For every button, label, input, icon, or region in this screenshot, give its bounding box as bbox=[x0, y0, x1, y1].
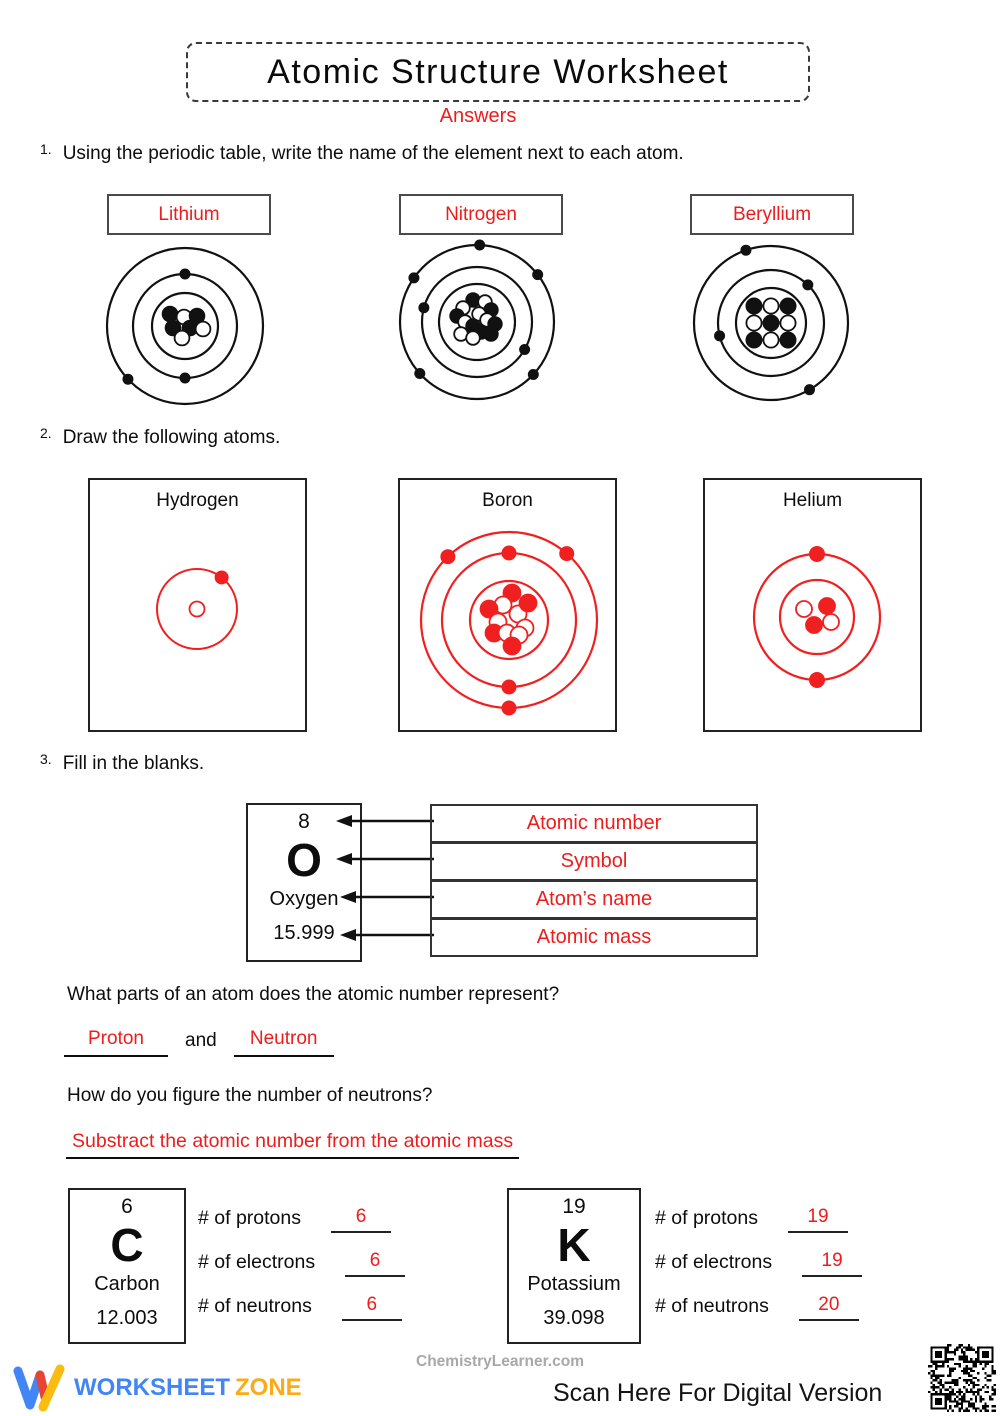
conjunction-and: and bbox=[185, 1030, 217, 1051]
helium-atom-drawing bbox=[705, 480, 920, 730]
protons-answer: 6 bbox=[330, 1206, 391, 1233]
protons-label: # of protons bbox=[655, 1207, 758, 1229]
atomic-number-answer-row: Proton and Neutron bbox=[64, 1028, 334, 1057]
question-2-number: 2. bbox=[40, 425, 52, 441]
neutrons-answer: 20 bbox=[798, 1294, 859, 1321]
brand-word-worksheet: WORKSHEET bbox=[74, 1374, 230, 1401]
element-name: Carbon bbox=[94, 1273, 160, 1295]
element-tile-potassium: 19 K Potassium 39.098 bbox=[507, 1188, 641, 1344]
answer-blank-neutron: Neutron bbox=[233, 1028, 334, 1057]
electrons-answer: 19 bbox=[802, 1250, 863, 1277]
arrow-atomic-number bbox=[336, 815, 434, 827]
qr-code-icon bbox=[928, 1344, 996, 1412]
question-3-number: 3. bbox=[40, 751, 52, 767]
arrow-atomic-mass bbox=[340, 929, 434, 941]
carbon-count-rows: # of protons 6 # of electrons 6 # of neu… bbox=[198, 1200, 406, 1332]
electrons-label: # of electrons bbox=[198, 1251, 316, 1273]
question-1-text: Using the periodic table, write the name… bbox=[62, 143, 684, 164]
neutrons-row: # of neutrons 20 bbox=[655, 1288, 862, 1321]
element-tile-carbon: 6 C Carbon 12.003 bbox=[68, 1188, 186, 1344]
protons-label: # of protons bbox=[198, 1207, 301, 1229]
answer-blank-neutron-rule: Substract the atomic number from the ato… bbox=[66, 1130, 520, 1159]
answers-label: Answers bbox=[439, 105, 517, 127]
arrow-atom-name bbox=[340, 891, 434, 903]
scan-here-text: Scan Here For Digital Version bbox=[553, 1379, 883, 1407]
draw-box-boron: Boron bbox=[398, 478, 617, 732]
neutrons-label: # of neutrons bbox=[655, 1295, 769, 1317]
source-credit: ChemistryLearner.com bbox=[416, 1353, 584, 1370]
answer-nitrogen: Nitrogen bbox=[445, 203, 517, 225]
neutrons-answer-row: Substract the atomic number from the ato… bbox=[66, 1130, 520, 1159]
answer-box-lithium: Lithium bbox=[107, 194, 271, 235]
question-1-number: 1. bbox=[40, 141, 52, 157]
label-symbol: Symbol bbox=[560, 850, 628, 872]
arrow-symbol bbox=[336, 853, 434, 865]
draw-box-label: Boron bbox=[482, 490, 533, 511]
element-name: Oxygen bbox=[269, 888, 339, 910]
question-1: 1. Using the periodic table, write the na… bbox=[40, 141, 684, 165]
atomic-mass-value: 15.999 bbox=[273, 922, 335, 944]
protons-answer: 19 bbox=[787, 1206, 848, 1233]
worksheet-zone-w-icon bbox=[13, 1364, 65, 1412]
question-3-text: Fill in the blanks. bbox=[62, 753, 205, 774]
electrons-row: # of electrons 19 bbox=[655, 1244, 863, 1277]
atomic-number-value: 8 bbox=[298, 810, 310, 833]
question-2-text: Draw the following atoms. bbox=[62, 427, 281, 448]
answer-blank-proton: Proton bbox=[64, 1028, 168, 1057]
label-pointer-arrows bbox=[336, 815, 434, 941]
boron-atom-drawing bbox=[400, 480, 615, 730]
beryllium-atom-diagram bbox=[686, 238, 856, 408]
answer-lithium: Lithium bbox=[158, 203, 220, 225]
neutrons-row: # of neutrons 6 bbox=[198, 1288, 405, 1321]
draw-box-helium: Helium bbox=[703, 478, 922, 732]
question-3: 3. Fill in the blanks. bbox=[40, 751, 204, 775]
nitrogen-atom-diagram bbox=[392, 237, 562, 407]
lithium-atom-diagram bbox=[100, 241, 270, 411]
draw-box-label: Hydrogen bbox=[156, 490, 239, 511]
protons-row: # of protons 19 bbox=[655, 1200, 862, 1233]
potassium-count-rows: # of protons 19 # of electrons 19 # of n… bbox=[655, 1200, 863, 1332]
element-symbol: C bbox=[110, 1219, 144, 1271]
element-symbol: O bbox=[286, 834, 322, 886]
atomic-mass-value: 39.098 bbox=[543, 1307, 605, 1329]
protons-row: # of protons 6 bbox=[198, 1200, 405, 1233]
hydrogen-atom-drawing bbox=[90, 480, 305, 730]
sub-question-neutrons: How do you figure the number of neutrons… bbox=[67, 1085, 433, 1106]
neutrons-answer: 6 bbox=[341, 1294, 402, 1321]
electrons-row: # of electrons 6 bbox=[198, 1244, 406, 1277]
answer-box-beryllium: Beryllium bbox=[690, 194, 854, 235]
electrons-answer: 6 bbox=[345, 1250, 406, 1277]
element-name: Potassium bbox=[527, 1273, 621, 1295]
question-2: 2. Draw the following atoms. bbox=[40, 425, 280, 449]
label-box-symbol: Symbol bbox=[430, 842, 758, 881]
answer-box-nitrogen: Nitrogen bbox=[399, 194, 563, 235]
label-box-atomic-number: Atomic number bbox=[430, 804, 758, 843]
worksheet-title-box: Atomic Structure Worksheet bbox=[186, 42, 810, 102]
draw-box-hydrogen: Hydrogen bbox=[88, 478, 307, 732]
brand-word-zone: ZONE bbox=[235, 1374, 302, 1401]
answer-beryllium: Beryllium bbox=[732, 203, 812, 225]
atomic-number-value: 19 bbox=[562, 1195, 586, 1218]
atomic-number-value: 6 bbox=[121, 1195, 133, 1218]
label-atom-name: Atom’s name bbox=[535, 888, 653, 910]
element-symbol: K bbox=[557, 1219, 591, 1271]
label-atomic-mass: Atomic mass bbox=[536, 926, 652, 948]
page-title: Atomic Structure Worksheet bbox=[267, 52, 729, 91]
sub-question-atomic-number: What parts of an atom does the atomic nu… bbox=[67, 984, 560, 1005]
label-atomic-number: Atomic number bbox=[526, 812, 662, 834]
label-box-atomic-mass: Atomic mass bbox=[430, 918, 758, 957]
atomic-mass-value: 12.003 bbox=[96, 1307, 158, 1329]
electrons-label: # of electrons bbox=[655, 1251, 773, 1273]
label-box-atom-name: Atom’s name bbox=[430, 880, 758, 919]
draw-box-label: Helium bbox=[782, 490, 843, 511]
neutrons-label: # of neutrons bbox=[198, 1295, 312, 1317]
